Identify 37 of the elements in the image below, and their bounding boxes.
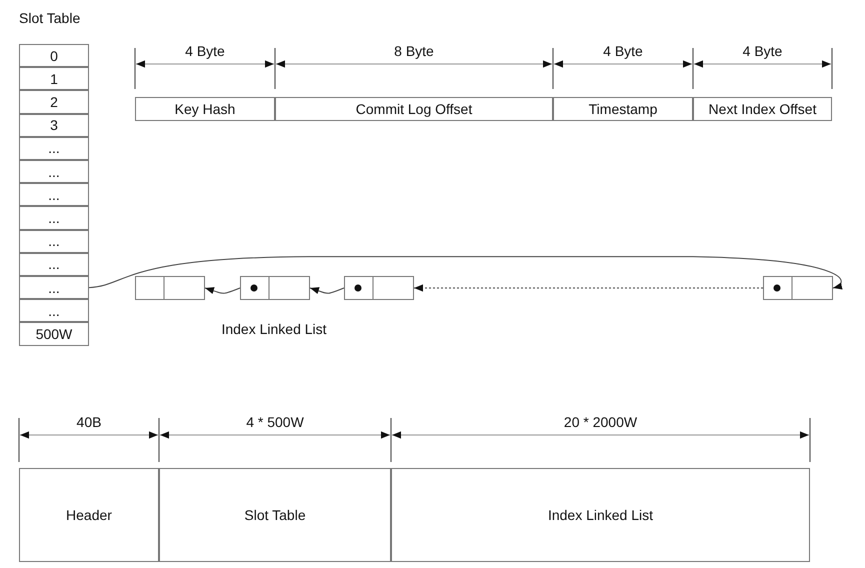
dimension-label: 8 Byte (394, 43, 434, 59)
list-entry (344, 276, 414, 300)
slot-cell: ... (19, 160, 89, 184)
dimension-label: 4 Byte (603, 43, 643, 59)
field-cell: Key Hash (135, 97, 275, 121)
slot-cell: 1 (19, 67, 89, 90)
slot-cell: 500W (19, 322, 89, 346)
list-entry (135, 276, 205, 300)
dimension-label: 4 Byte (185, 43, 225, 59)
arrow (88, 256, 843, 288)
slot-cell: ... (19, 252, 89, 276)
dimension-label: 4 Byte (742, 43, 782, 59)
layout-section: Index Linked List (391, 468, 810, 562)
dimension-label: 20 * 2000W (564, 414, 638, 430)
layout-section: Header (19, 468, 159, 562)
arrow (414, 284, 764, 292)
arrow (204, 287, 240, 294)
caption: Index Linked List (221, 321, 327, 337)
dimension-label: 40B (76, 414, 102, 430)
list-entry (240, 276, 310, 300)
slot-cell: ... (19, 206, 89, 230)
slot-cell: ... (19, 136, 89, 160)
slot-cell: ... (19, 276, 89, 300)
slot-cell: 3 (19, 114, 89, 137)
slot-cell: ... (19, 299, 89, 322)
arrow (310, 287, 344, 294)
list-entry (763, 276, 833, 300)
slot-cell: 2 (19, 90, 89, 114)
field-cell: Next Index Offset (693, 97, 832, 121)
layout-section: Slot Table (159, 468, 391, 562)
slot-cell: ... (19, 230, 89, 253)
table-heading: Slot Table (19, 10, 80, 26)
slot-cell: ... (19, 183, 89, 206)
dimension-label: 4 * 500W (246, 414, 304, 430)
slot-cell: 0 (19, 44, 89, 68)
field-cell: Timestamp (553, 97, 693, 121)
field-cell: Commit Log Offset (275, 97, 553, 121)
